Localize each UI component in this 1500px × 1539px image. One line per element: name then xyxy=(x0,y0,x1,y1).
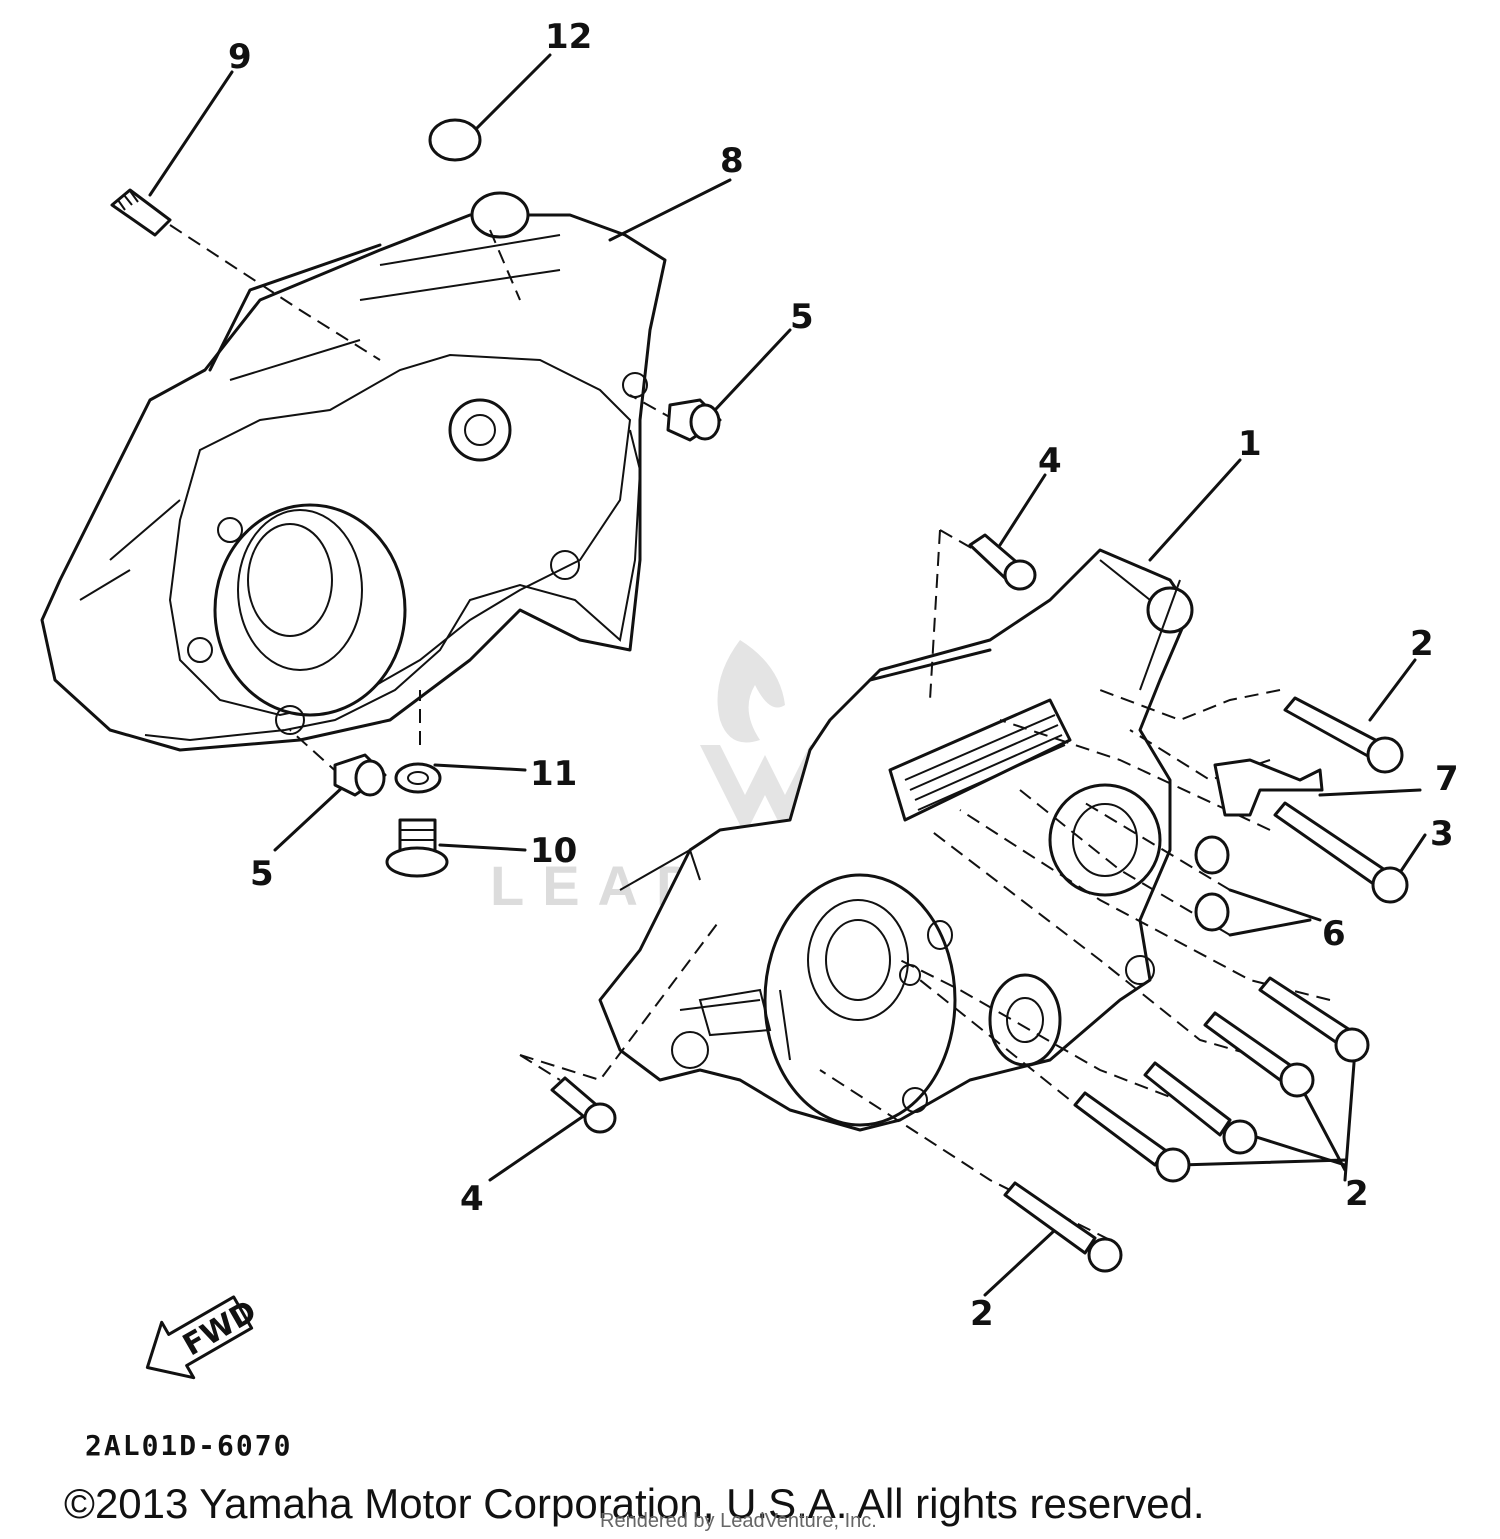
bolt-2-r1 xyxy=(1258,976,1370,1063)
bolt-2-r3 xyxy=(1143,1061,1258,1155)
callout-6: 6 xyxy=(1322,914,1346,954)
dowel-6a xyxy=(1194,835,1230,875)
fwd-arrow: FWD xyxy=(145,1294,263,1380)
dowel-lower xyxy=(333,753,387,797)
bolt-4-upper xyxy=(968,533,1037,591)
leader-lines xyxy=(148,53,1427,1297)
callout-8: 8 xyxy=(720,141,744,181)
small-parts xyxy=(110,118,1409,1273)
diagram-code: 2AL01D-6070 xyxy=(85,1429,292,1462)
callout-2-bottom: 2 xyxy=(970,1294,994,1334)
callout-4-lower: 4 xyxy=(460,1179,484,1219)
callout-10: 10 xyxy=(530,831,577,871)
callout-4-upper: 4 xyxy=(1038,441,1062,481)
callout-11: 11 xyxy=(530,754,577,794)
callout-3: 3 xyxy=(1430,814,1454,854)
bolt-3 xyxy=(1273,801,1409,904)
bolt-2-top xyxy=(1283,696,1404,774)
callout-5-lower: 5 xyxy=(250,854,274,894)
right-crankcase xyxy=(598,548,1194,1132)
bolt-2-bottom xyxy=(1003,1181,1123,1273)
drain-plug-part xyxy=(385,818,449,878)
callouts: 1 2 2 2 3 4 4 5 5 6 7 8 9 10 11 12 xyxy=(228,17,1459,1334)
stud-part xyxy=(110,188,172,237)
rendered-by-credit: Rendered by LeadVenture, Inc. xyxy=(600,1510,877,1532)
clamp-part xyxy=(1213,758,1324,817)
callout-1: 1 xyxy=(1238,424,1262,464)
callout-7: 7 xyxy=(1435,759,1459,799)
dowel-6b xyxy=(1194,892,1230,932)
bolt-2-r2 xyxy=(1203,1011,1315,1098)
washer-part xyxy=(394,762,442,794)
callout-9: 9 xyxy=(228,37,252,77)
callout-2-right: 2 xyxy=(1345,1174,1369,1214)
cap-part xyxy=(428,118,482,162)
copyright-notice: ©2013 Yamaha Motor Corporation, U.S.A. A… xyxy=(64,1480,1205,1527)
callout-5-upper: 5 xyxy=(790,297,814,337)
callout-12: 12 xyxy=(545,17,592,57)
bolt-2-r4 xyxy=(1073,1091,1191,1183)
left-crankcase xyxy=(40,191,667,752)
bolt-4-lower xyxy=(550,1076,617,1134)
dowel-upper xyxy=(666,398,722,442)
callout-2-top: 2 xyxy=(1410,624,1434,664)
